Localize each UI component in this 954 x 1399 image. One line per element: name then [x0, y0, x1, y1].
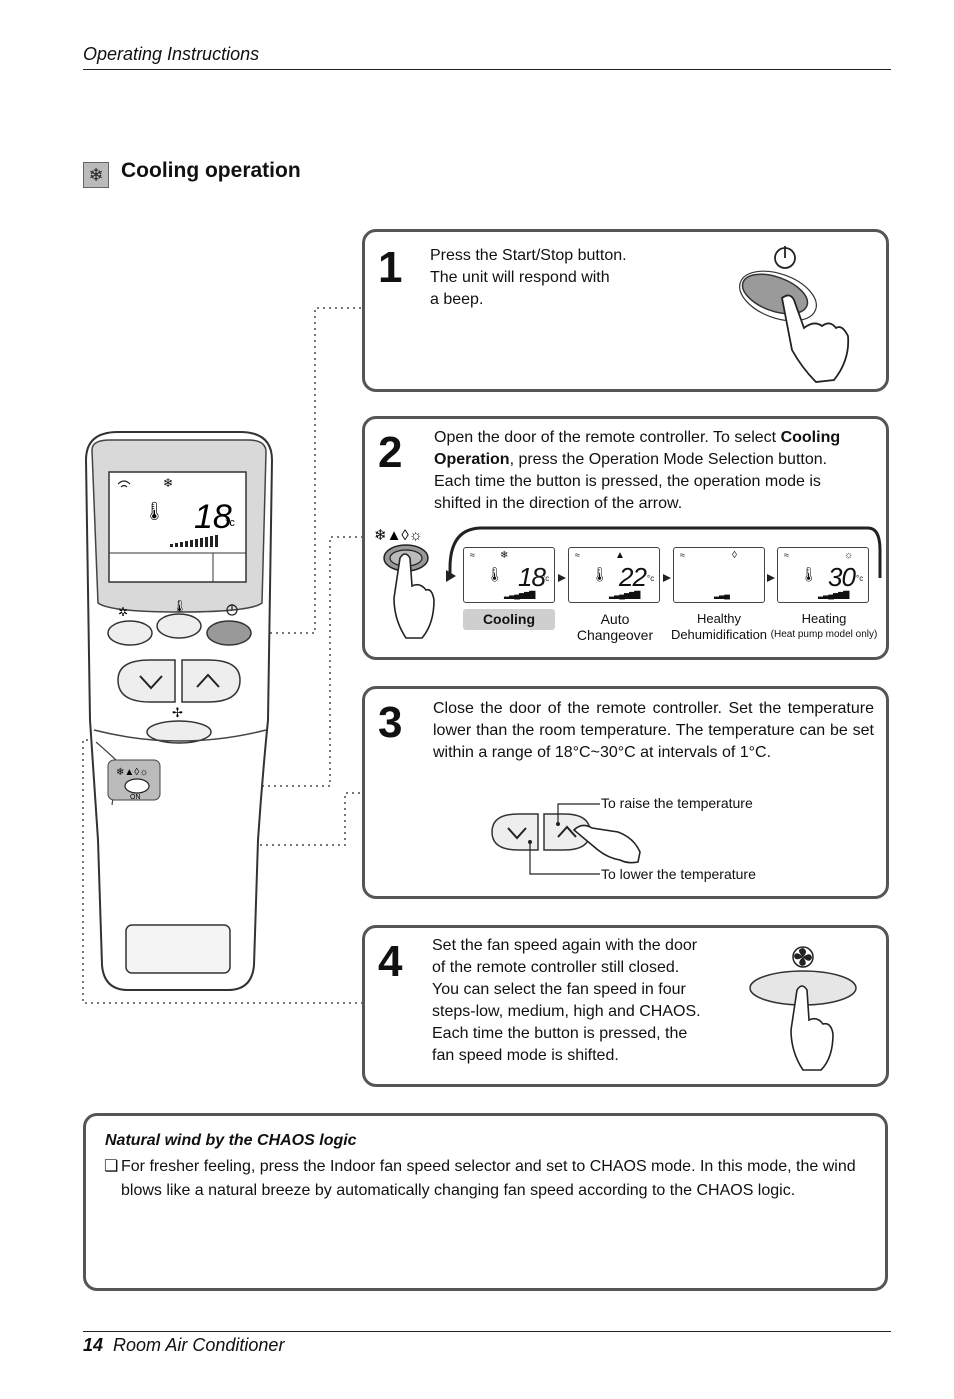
remote-display-unit: °c — [225, 517, 235, 529]
mode-label-line: (Heat pump model only) — [770, 629, 878, 640]
step-4-line: of the remote controller still closed. — [432, 959, 680, 976]
section-title: Cooling operation — [121, 159, 301, 182]
mode-sequence-illustration: ❄▲◊☼ — [374, 526, 882, 639]
step-1-line: The unit will respond with — [430, 269, 610, 286]
temp-down-button — [491, 813, 539, 851]
step-4-line: fan speed mode is shifted. — [432, 1047, 619, 1064]
step-1-number: 1 — [378, 243, 403, 292]
mode-temp: 18 — [518, 562, 546, 592]
step-2-text-bold: Cooling Operation — [434, 429, 841, 468]
mode-label-heating: Heating (Heat pump model only) — [765, 611, 883, 643]
fan-icon — [792, 946, 814, 968]
step-4-line: Set the fan speed again with the door — [432, 937, 698, 954]
header-rule — [83, 69, 891, 70]
mode-label-line: Heating — [801, 611, 847, 626]
mode-label-line: Changeover — [576, 627, 654, 643]
svg-text:❄▲◊☼: ❄▲◊☼ — [116, 767, 148, 778]
page-header: Operating Instructions — [83, 44, 260, 64]
mode-label-line: Healthy — [696, 611, 742, 626]
step-1-line: a beep. — [430, 291, 484, 308]
raise-temperature-label: To raise the temperature — [601, 795, 753, 811]
remote-display-temp: 18 — [194, 498, 232, 536]
svg-text:✲: ✲ — [118, 605, 128, 619]
chaos-note-title: Natural wind by the CHAOS logic — [105, 1132, 357, 1149]
svg-text:🌡: 🌡 — [143, 501, 166, 521]
mode-label-auto: Auto Changeover — [560, 611, 670, 643]
mode-display-dehumidification: ≈◊ ▂▃▄ — [673, 547, 765, 603]
mode-display-cooling: ≈❄ 🌡 18 °c ▂▃▄▅▆▇ — [463, 547, 555, 603]
step-4-line: Each time the button is pressed, the — [432, 1025, 688, 1042]
mode-temp: 30 — [828, 562, 856, 592]
mode-icons: ❄▲◊☼ — [374, 527, 423, 544]
start-stop-button-illustration — [739, 246, 850, 383]
mode-display-heating: ≈☼ 🌡 30 °c ▂▃▄▅▆▇ — [777, 547, 869, 603]
mode-label-line: Dehumidification — [670, 627, 768, 642]
step-3-number: 3 — [378, 698, 403, 747]
chaos-note-panel — [83, 1113, 888, 1291]
step-3-panel — [362, 686, 889, 899]
mode-label-line: Auto — [600, 611, 630, 627]
step-2-text-post: , press the Operation Mode Selection but… — [434, 451, 828, 512]
mode-unit: °c — [856, 574, 864, 583]
step-4-line: steps-low, medium, high and CHAOS. — [432, 1003, 701, 1020]
pointing-hand-icon — [781, 294, 850, 383]
step-2-text: Open the door of the remote controller. … — [434, 427, 856, 515]
snowflake-icon: ❄ — [83, 162, 109, 188]
page-number: 14 — [83, 1335, 104, 1355]
step-1-line: Press the Start/Stop button. — [430, 247, 627, 264]
footer-rule — [83, 1331, 891, 1332]
chaos-note-text: For fresher feeling, press the Indoor fa… — [121, 1158, 856, 1199]
connector-step1 — [240, 307, 362, 634]
svg-text:🌡: 🌡 — [172, 599, 187, 613]
step-4-number: 4 — [378, 937, 403, 986]
footer-title: Room Air Conditioner — [113, 1335, 285, 1355]
step-4-text: Set the fan speed again with the door of… — [432, 935, 722, 1067]
svg-text:✢: ✢ — [172, 705, 183, 720]
svg-text:❄: ❄ — [163, 476, 173, 490]
step-2-number: 2 — [378, 428, 403, 477]
pointing-hand-icon — [572, 824, 641, 864]
temperature-buttons-illustration — [491, 803, 641, 875]
lower-temperature-label: To lower the temperature — [601, 866, 756, 882]
bullet-icon: ❏ — [104, 1158, 119, 1175]
step-2-panel — [362, 416, 889, 660]
svg-text:ON: ON — [130, 794, 141, 801]
mode-display-auto: ≈▲ 🌡 22 °c ▂▃▄▅▆▇ — [568, 547, 660, 603]
step-3-text: Close the door of the remote controller.… — [433, 700, 874, 761]
step-2-text-pre: Open the door of the remote controller. … — [434, 429, 781, 446]
step-4-line: You can select the fan speed in four — [432, 981, 686, 998]
pointing-hand-icon — [790, 985, 834, 1071]
mode-temp: 22 — [619, 562, 647, 592]
mode-unit: °c — [542, 574, 550, 583]
pointing-hand-icon — [393, 553, 435, 639]
connector-step3 — [110, 792, 362, 846]
fan-speed-button-illustration — [749, 946, 857, 1071]
mode-label-dehumidification: Healthy Dehumidification — [664, 611, 774, 643]
mode-unit: °c — [647, 574, 655, 583]
page-footer: 14 Room Air Conditioner — [83, 1335, 284, 1356]
step-1-text: Press the Start/Stop button. The unit wi… — [430, 245, 690, 311]
mode-label-cooling: Cooling — [463, 609, 555, 630]
